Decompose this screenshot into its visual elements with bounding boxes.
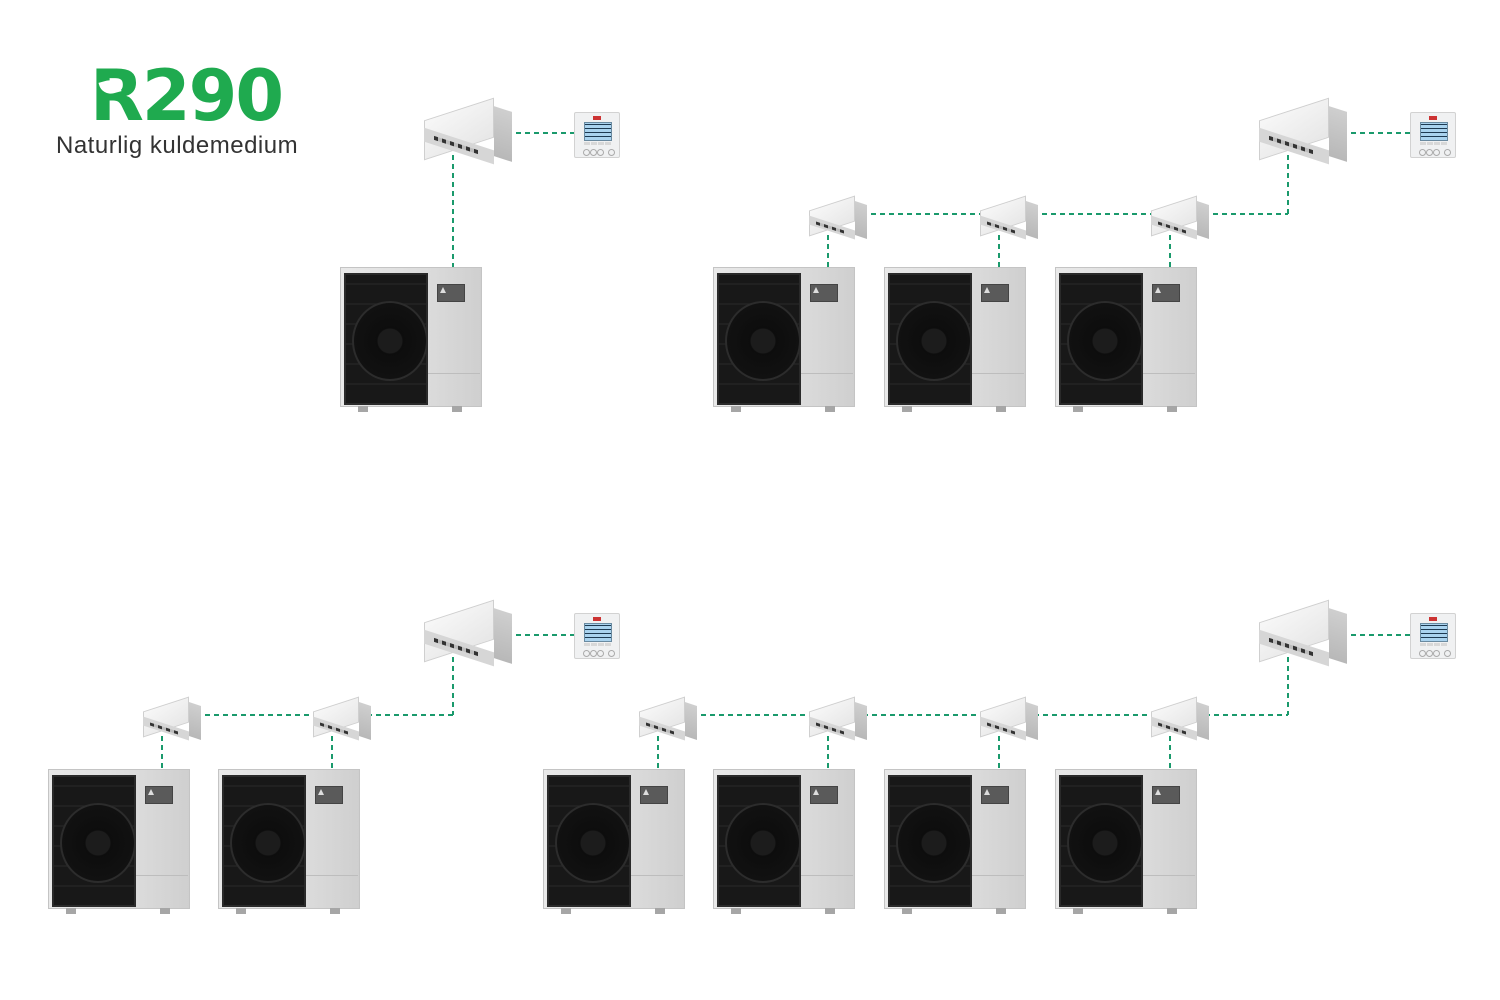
outdoor-unit [1055,769,1199,916]
logo-subtitle: Naturlig kuldemedium [56,132,299,159]
brand-badge [640,786,668,804]
brand-badge [1152,786,1180,804]
fan-icon [896,301,972,381]
brand-badge [1152,284,1180,302]
outdoor-unit [48,769,192,916]
master-controller-box [1255,95,1349,167]
master-controller-box [1255,597,1349,669]
wall-remote-controller [1410,112,1456,158]
fan-icon [60,803,136,883]
unit-controller-box [1148,193,1210,243]
wall-remote-controller [574,112,620,158]
unit-controller-box [310,694,372,744]
wall-remote-controller [1410,613,1456,659]
fan-icon [725,803,801,883]
master-controller-box [420,597,514,669]
unit-controller-box [140,694,202,744]
outdoor-unit [884,267,1028,414]
unit-controller-box [636,694,698,744]
unit-controller-box [977,193,1039,243]
fan-icon [1067,803,1143,883]
brand-badge [315,786,343,804]
brand-badge [981,284,1009,302]
logo-title-r: R [90,55,144,137]
brand-badge [981,786,1009,804]
unit-controller-box [806,694,868,744]
master-controller-box [420,95,514,167]
unit-controller-box [977,694,1039,744]
outdoor-unit [713,769,857,916]
outdoor-unit [543,769,687,916]
logo-title-number: 290 [141,55,284,137]
brand-badge [437,284,465,302]
remote-screen [584,623,612,642]
fan-icon [896,803,972,883]
outdoor-unit [340,267,484,414]
remote-screen [584,122,612,141]
wall-remote-controller [574,613,620,659]
brand-badge [810,786,838,804]
fan-icon [555,803,631,883]
brand-badge [145,786,173,804]
outdoor-unit [218,769,362,916]
remote-screen [1420,623,1448,642]
unit-controller-box [806,193,868,243]
fan-icon [1067,301,1143,381]
brand-badge [810,284,838,302]
outdoor-unit [884,769,1028,916]
remote-screen [1420,122,1448,141]
fan-icon [352,301,428,381]
outdoor-unit [1055,267,1199,414]
fan-icon [230,803,306,883]
unit-controller-box [1148,694,1210,744]
fan-icon [725,301,801,381]
outdoor-unit [713,267,857,414]
